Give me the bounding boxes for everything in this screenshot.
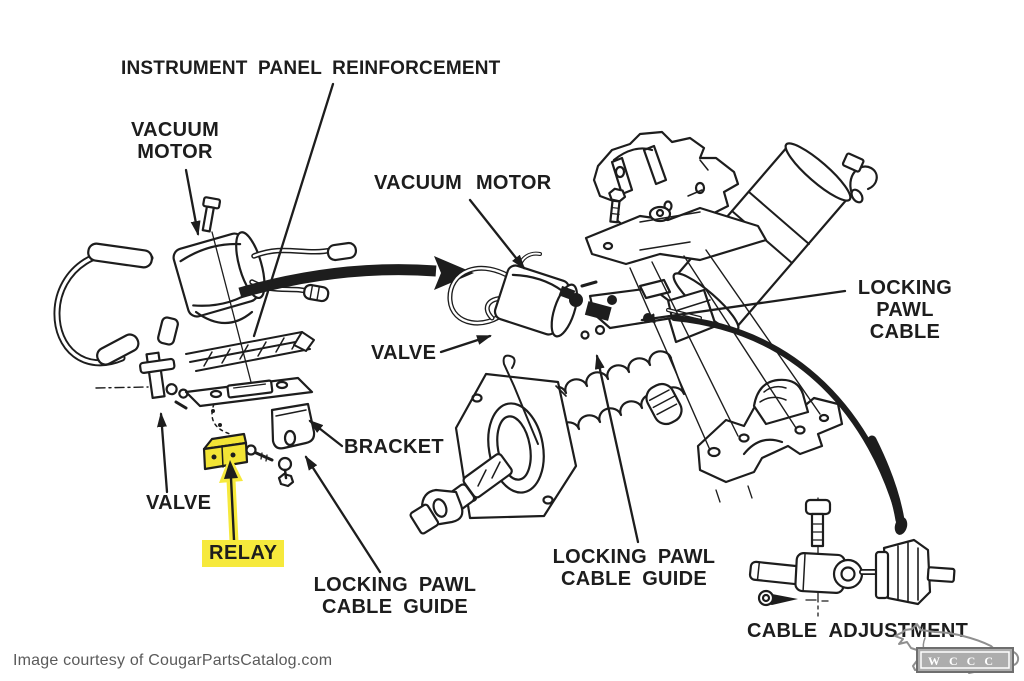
instrument-panel-reinforcement-part bbox=[185, 331, 315, 372]
fasteners-icon bbox=[211, 403, 295, 488]
label-vacuum-motor-left: VACUUM MOTOR bbox=[130, 119, 220, 163]
leader-vacuum-motor-center bbox=[468, 198, 526, 270]
wccc-text: WCCC bbox=[928, 654, 1002, 668]
u-joint-shaft-part bbox=[409, 452, 513, 535]
vacuum-motor-left-part bbox=[172, 196, 266, 387]
label-instrument-panel-reinforcement: INSTRUMENT PANEL REINFORCEMENT bbox=[121, 58, 501, 79]
wccc-box: WCCC bbox=[916, 647, 1014, 673]
vacuum-motor-center-part bbox=[447, 251, 579, 338]
leader-cable-guide-right bbox=[594, 354, 640, 544]
credit-text: Image courtesy of CougarPartsCatalog.com bbox=[13, 652, 333, 669]
leader-locking-pawl-cable bbox=[640, 289, 847, 324]
label-locking-pawl-cable: LOCKING PAWL CABLE bbox=[857, 277, 953, 343]
label-cable-guide-left: LOCKING PAWL CABLE GUIDE bbox=[313, 574, 477, 618]
relay-arrow-icon bbox=[219, 455, 243, 547]
grommet-part bbox=[645, 382, 683, 426]
cable-adjustment-part bbox=[748, 497, 956, 617]
vacuum-hose-icon bbox=[53, 242, 154, 367]
leader-lines bbox=[157, 82, 847, 574]
wccc-logo: WCCC bbox=[894, 623, 1020, 674]
leader-valve-center bbox=[439, 334, 492, 354]
bracket-part bbox=[184, 376, 316, 450]
label-cable-adjustment: CABLE ADJUSTMENT bbox=[747, 620, 969, 642]
top-bracket-part bbox=[592, 130, 740, 232]
alignment-lines bbox=[629, 249, 821, 503]
transition-arrow-icon bbox=[238, 256, 474, 299]
label-valve-left: VALVE bbox=[146, 492, 212, 514]
leader-valve-left bbox=[157, 412, 169, 494]
support-plate-part bbox=[584, 205, 768, 266]
label-vacuum-motor-center: VACUUM MOTOR bbox=[374, 172, 552, 194]
leader-vacuum-motor-left bbox=[184, 168, 201, 236]
label-valve-center: VALVE bbox=[371, 342, 437, 364]
leader-cable-guide-left bbox=[304, 455, 382, 574]
right-assembly bbox=[409, 130, 956, 617]
relay-part-highlight bbox=[202, 432, 249, 471]
leader-instrument-panel-reinforcement bbox=[252, 82, 335, 338]
label-bracket: BRACKET bbox=[344, 436, 444, 458]
leader-bracket bbox=[308, 419, 344, 448]
valve-left-part bbox=[95, 351, 189, 410]
locking-pawl-cable-part bbox=[671, 315, 908, 535]
left-assembly bbox=[53, 196, 358, 488]
cable-guide-bracket-part bbox=[696, 378, 844, 484]
label-cable-guide-right: LOCKING PAWL CABLE GUIDE bbox=[552, 546, 716, 590]
label-relay: RELAY bbox=[202, 540, 285, 567]
